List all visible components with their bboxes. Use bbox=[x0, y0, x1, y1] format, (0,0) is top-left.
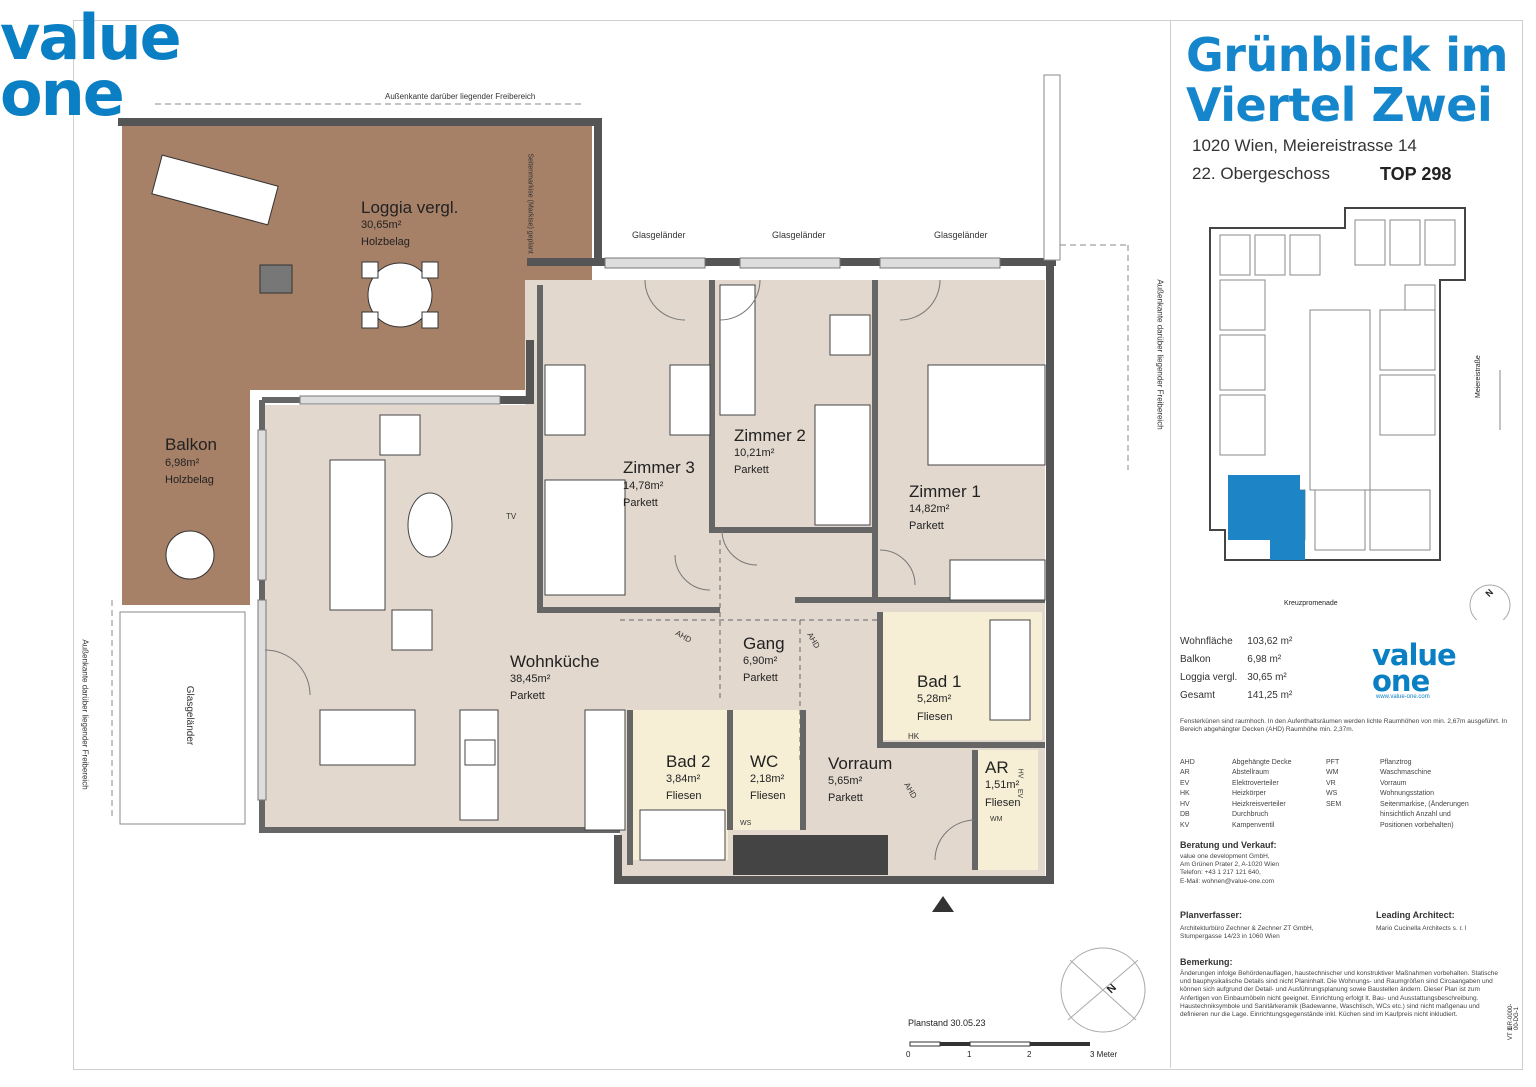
room-floor: Fliesen bbox=[750, 790, 786, 802]
project-title: Grünblick im Viertel Zwei bbox=[1186, 30, 1508, 130]
plan-date: Planstand 30.05.23 bbox=[908, 1018, 986, 1028]
room-name: WC bbox=[750, 752, 779, 771]
left-edge-label: Außenkante darüber liegender Freibereich bbox=[80, 639, 90, 790]
room-floor: Fliesen bbox=[917, 711, 953, 723]
room-floor: Parkett bbox=[734, 464, 769, 476]
ws-label: WS bbox=[740, 820, 752, 827]
room-area: 6,98m² bbox=[165, 457, 200, 469]
room-name: Gang bbox=[743, 634, 785, 653]
room-name: Vorraum bbox=[828, 754, 893, 773]
room-area: 6,90m² bbox=[743, 655, 778, 667]
street-right-label: Meiereistraße bbox=[1475, 355, 1482, 398]
glasgelaender-label-2: Glasgeländer bbox=[772, 230, 826, 240]
right-edge-label: Außenkante darüber liegender Freibereich bbox=[1155, 279, 1165, 430]
logo-line1: value bbox=[0, 1, 182, 74]
planner-title: Planverfasser: bbox=[1180, 910, 1243, 920]
planner-block: Architekturbüro Zechner & Zechner ZT Gmb… bbox=[1180, 925, 1314, 941]
project-floor: 22. Obergeschoss bbox=[1192, 164, 1330, 183]
room-area: 14,78m² bbox=[623, 480, 664, 492]
room-floor: Parkett bbox=[510, 690, 545, 702]
glasgelaender-side-label: Glasgeländer bbox=[184, 685, 196, 746]
unit-highlight bbox=[1228, 475, 1305, 560]
sales-title: Beratung und Verkauf: bbox=[1180, 840, 1277, 850]
area-row: Loggia vergl.30,65 m² bbox=[1180, 671, 1287, 683]
side-code2: GR-0000-00-DG-1 bbox=[1508, 1003, 1520, 1030]
room-name: Loggia vergl. bbox=[361, 198, 459, 217]
room-area: 5,28m² bbox=[917, 693, 952, 705]
room-area: 3,84m² bbox=[666, 773, 701, 785]
room-name: Bad 1 bbox=[917, 672, 962, 691]
unit-number: TOP 298 bbox=[1380, 164, 1452, 184]
logo-line2: one bbox=[0, 56, 125, 130]
architect-title: Leading Architect: bbox=[1376, 910, 1455, 920]
room-area: 1,51m² bbox=[985, 779, 1020, 791]
site-plan bbox=[1209, 207, 1511, 620]
remarks-text: Änderungen infolge Behördenauflagen, hau… bbox=[1180, 970, 1498, 1019]
loggia-side-label: Seitenmarkise (Markise) geplant bbox=[526, 153, 534, 254]
wm-label: WM bbox=[990, 816, 1003, 823]
room-floor: Parkett bbox=[828, 792, 863, 804]
title-line2: Viertel Zwei bbox=[1186, 78, 1493, 132]
sheet-frame bbox=[73, 20, 1523, 1070]
street-bottom-label: Kreuzpromenade bbox=[1284, 600, 1338, 607]
top-edge-label: Außenkante darüber liegender Freibereich bbox=[385, 92, 536, 101]
scale-tick-0: 0 bbox=[906, 1050, 911, 1059]
room-name: Wohnküche bbox=[510, 652, 600, 671]
room-area: 30,65m² bbox=[361, 219, 402, 231]
room-floor: Fliesen bbox=[985, 797, 1021, 809]
room-area: 38,45m² bbox=[510, 673, 551, 685]
room-name: Bad 2 bbox=[666, 752, 711, 771]
project-address: 1020 Wien, Meiereistrasse 14 bbox=[1192, 136, 1417, 155]
small-logo-url: www.value-one.com bbox=[1376, 694, 1430, 700]
remarks-title: Bemerkung: bbox=[1180, 957, 1233, 967]
scale-tick-1: 1 bbox=[967, 1050, 972, 1059]
room-name: Zimmer 3 bbox=[623, 458, 695, 477]
sheet-divider bbox=[1170, 20, 1171, 1068]
glasgelaender-label-3: Glasgeländer bbox=[934, 230, 988, 240]
ar-floor bbox=[978, 750, 1038, 870]
tv-label: TV bbox=[506, 512, 517, 521]
glasgelaender-label-1: Glasgeländer bbox=[632, 230, 686, 240]
scale-tick-3: 3 Meter bbox=[1090, 1050, 1118, 1059]
room-floor: Fliesen bbox=[666, 790, 702, 802]
floor-plan bbox=[111, 74, 1146, 1047]
room-name: Balkon bbox=[165, 435, 217, 454]
room-area: 2,18m² bbox=[750, 773, 785, 785]
hk-label: HK bbox=[908, 732, 920, 741]
sales-block: value one development GmbH, Am Grünen Pr… bbox=[1180, 853, 1279, 885]
wc-floor bbox=[733, 710, 801, 830]
room-area: 14,82m² bbox=[909, 503, 950, 515]
room-floor: Parkett bbox=[909, 520, 944, 532]
title-line1: Grünblick im bbox=[1186, 28, 1508, 82]
scale-tick-2: 2 bbox=[1027, 1050, 1032, 1059]
room-area: 5,65m² bbox=[828, 775, 863, 787]
hv-label: HV bbox=[1016, 768, 1024, 779]
room-floor: Holzbelag bbox=[361, 236, 410, 248]
room-area: 10,21m² bbox=[734, 447, 775, 459]
notes-text: Fensterkünen sind raumhoch. In den Aufen… bbox=[1180, 718, 1507, 734]
room-name: AR bbox=[985, 758, 1009, 777]
small-value-one-logo: value one bbox=[1372, 638, 1457, 699]
room-floor: Parkett bbox=[743, 672, 778, 684]
value-one-logo: value one bbox=[0, 1, 182, 130]
room-floor: Parkett bbox=[623, 497, 658, 509]
architect-block: Mario Cucinella Architects s. r. l bbox=[1376, 925, 1467, 932]
room-name: Zimmer 2 bbox=[734, 426, 806, 445]
room-name: Zimmer 1 bbox=[909, 482, 981, 501]
room-floor: Holzbelag bbox=[165, 474, 214, 486]
